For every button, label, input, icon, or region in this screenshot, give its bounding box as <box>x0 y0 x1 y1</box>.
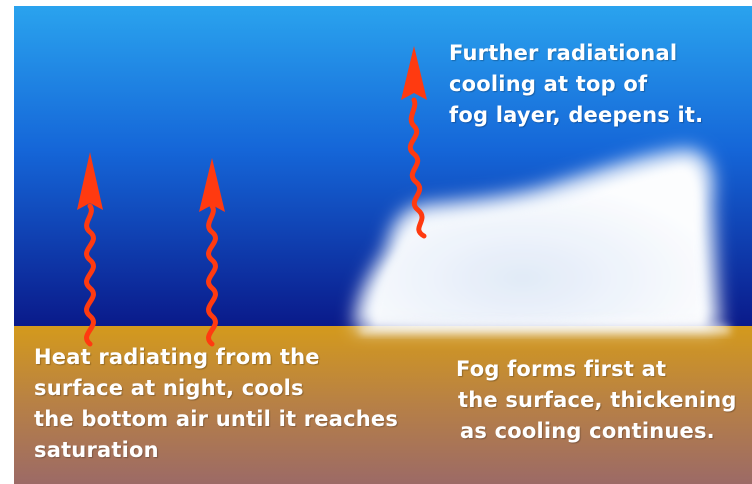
fog-forms-label: Fog forms first at the surface, thickeni… <box>456 354 737 447</box>
label-line: cooling at top of <box>449 72 648 96</box>
label-line: Fog forms first at <box>456 357 667 381</box>
fog-top-cooling-label: Further radiational cooling at top of fo… <box>449 38 703 131</box>
surface-radiation-label: Heat radiating from the surface at night… <box>34 342 398 466</box>
label-line: surface at night, cools <box>34 376 304 400</box>
label-line: Further radiational <box>449 41 678 65</box>
wavy-up-arrow-icon <box>199 158 225 347</box>
label-line: the surface, thickening <box>458 388 737 412</box>
label-line: as cooling continues. <box>460 419 715 443</box>
label-line: Heat radiating from the <box>34 345 320 369</box>
fog-layer <box>355 149 730 334</box>
label-line: the bottom air until it reaches <box>34 407 399 431</box>
label-line: fog layer, deepens it. <box>449 103 704 127</box>
label-line: saturation <box>34 438 159 462</box>
ground-surface <box>14 326 752 484</box>
wavy-up-arrow-icon <box>401 46 427 239</box>
wavy-up-arrow-icon <box>77 152 103 347</box>
